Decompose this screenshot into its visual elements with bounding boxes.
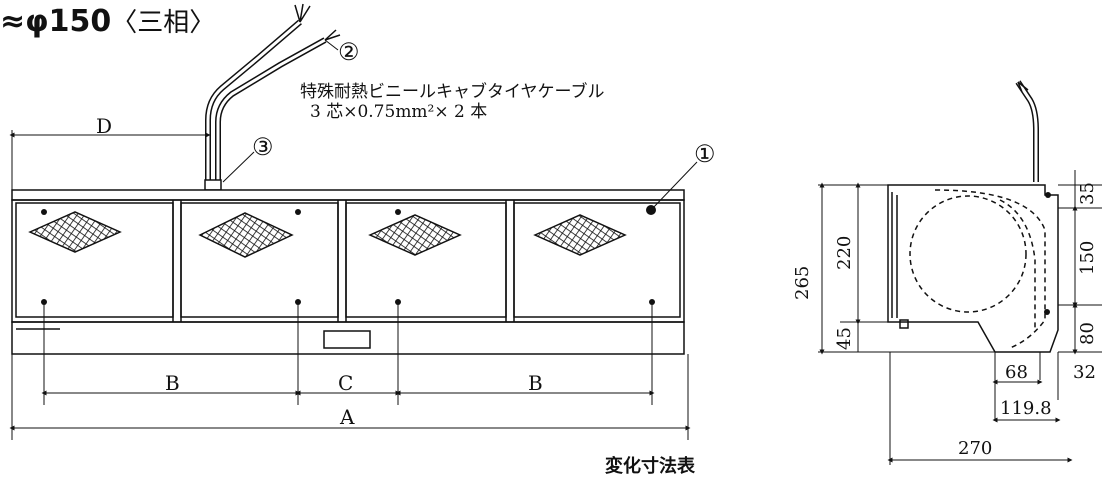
dim-150: 150 <box>1077 241 1098 275</box>
mounting-screws <box>41 205 656 305</box>
dim-45: 45 <box>834 327 855 350</box>
variable-dimension-table-title: 変化寸法表 <box>605 456 695 477</box>
drawing-title: ≈φ150〈三相〉 <box>0 4 216 39</box>
mesh-grille-3 <box>368 214 462 256</box>
dim-220: 220 <box>834 236 855 270</box>
base-section <box>11 321 685 355</box>
callout-3: ③ <box>252 133 274 161</box>
mesh-grille-2 <box>198 212 294 258</box>
top-rail <box>11 189 685 201</box>
dim-label-D: D <box>96 114 112 138</box>
side-dimension-lines <box>818 170 1102 465</box>
dim-35: 35 <box>1077 182 1098 205</box>
cable-specification-note: 特殊耐熱ビニールキャブタイヤケーブル 3 芯×0.75mm²× 2 本 <box>300 82 604 122</box>
dim-68: 68 <box>1005 362 1028 383</box>
grille-panel-4 <box>513 202 681 318</box>
dim-label-A: A <box>339 405 355 429</box>
dim-119-8: 119.8 <box>1000 398 1052 419</box>
callout-2: ② <box>338 38 360 66</box>
dim-270: 270 <box>958 438 992 459</box>
cable-spec-line-1: 特殊耐熱ビニールキャブタイヤケーブル <box>300 82 605 102</box>
side-view <box>887 80 1059 353</box>
dim-265: 265 <box>792 266 813 300</box>
power-cable <box>204 3 341 191</box>
callout-1: ① <box>694 140 716 168</box>
dim-label-B-right: B <box>528 371 543 395</box>
dim-32: 32 <box>1073 362 1096 383</box>
mesh-grille-4 <box>533 214 627 256</box>
control-box <box>323 330 371 349</box>
dim-80: 80 <box>1077 322 1098 345</box>
front-view <box>11 3 685 355</box>
cable-spec-line-2: 3 芯×0.75mm²× 2 本 <box>310 102 488 122</box>
dim-label-C: C <box>338 371 353 395</box>
mesh-grille-1 <box>28 211 122 253</box>
dim-label-B-left: B <box>165 371 180 395</box>
front-dimension-lines <box>9 39 698 440</box>
